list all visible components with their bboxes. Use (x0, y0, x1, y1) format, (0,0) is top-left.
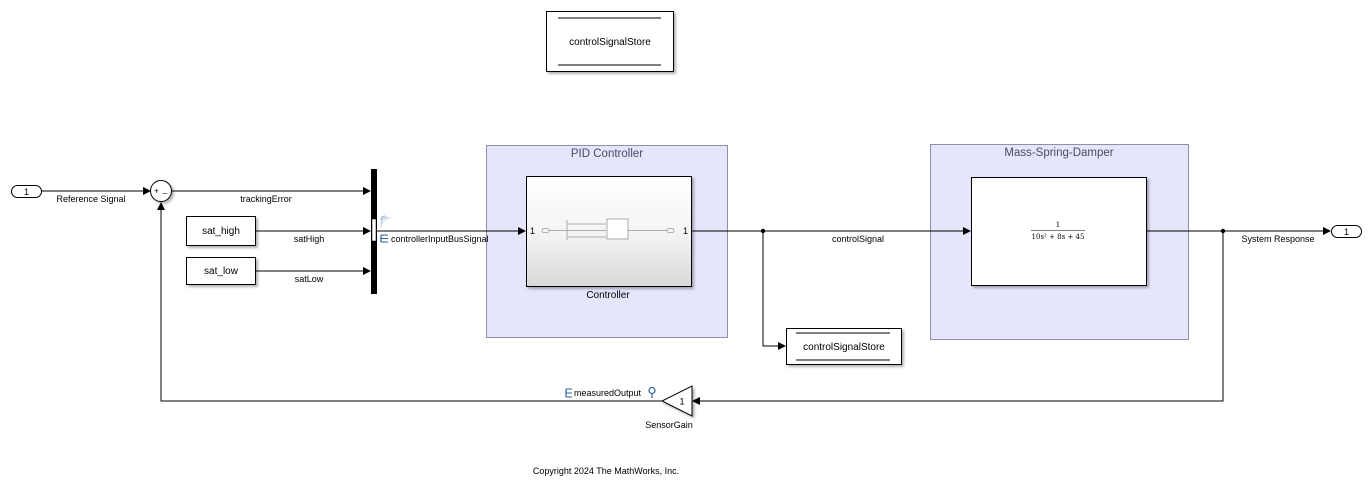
wire-feedback[interactable] (692, 231, 1224, 405)
data-store-write-block[interactable]: controlSignalStore (786, 328, 902, 365)
measured-output-label-group: measuredOutput (565, 386, 656, 398)
mass-spring-damper-area-title: Mass-Spring-Damper (1004, 147, 1113, 159)
bus-element-icon (380, 234, 388, 243)
transfer-function-numerator: 1 (1056, 221, 1060, 229)
bus-signal-label-group: controllerInputBusSignal (380, 215, 489, 244)
label-tracking-error: trackingError (240, 194, 292, 204)
branch-point-control (760, 228, 766, 234)
constant-sat-high[interactable]: sat_high (186, 216, 256, 246)
label-system-response: System Response (1241, 234, 1314, 244)
constant-sat-high-value: sat_high (202, 226, 240, 237)
sensor-gain-value: 1 (679, 397, 684, 407)
label-bus-signal: controllerInputBusSignal (391, 234, 489, 244)
label-control-signal: controlSignal (832, 234, 884, 244)
inport-reference[interactable]: 1 (11, 185, 42, 198)
label-reference-signal: Reference Signal (56, 194, 125, 204)
controller-block-name: Controller (586, 290, 630, 301)
signal-lines (41, 187, 1331, 405)
copyright-text: Copyright 2024 The MathWorks, Inc. (533, 466, 679, 476)
controller-preview-icon (541, 218, 675, 240)
logging-antenna-icon (380, 215, 392, 229)
data-store-memory-label: controlSignalStore (569, 37, 651, 48)
pid-controller-area-title: PID Controller (571, 148, 643, 160)
constant-sat-low[interactable]: sat_low (186, 257, 256, 285)
sum-block[interactable]: + _ (150, 180, 172, 202)
sum-plus-sign: + (154, 187, 159, 196)
data-store-write-label: controlSignalStore (803, 342, 885, 353)
controller-subsystem[interactable]: 1 1 Controller (526, 176, 692, 302)
inport-number: 1 (24, 187, 29, 197)
wire-control-branch[interactable] (762, 231, 786, 350)
transfer-function-block[interactable]: 1 10s² + 8s + 45 (971, 177, 1147, 286)
sensor-gain-block[interactable]: 1 SensorGain (645, 385, 693, 430)
constant-sat-low-value: sat_low (204, 266, 239, 277)
transfer-function-denominator: 10s² + 8s + 45 (1032, 233, 1085, 241)
outport-system-response[interactable]: 1 (1331, 225, 1362, 238)
signal-element-icon (565, 388, 572, 398)
data-store-memory-block[interactable]: controlSignalStore (546, 11, 674, 72)
sum-minus-sign: _ (162, 185, 168, 194)
controller-input-port-number: 1 (530, 226, 535, 236)
sensor-gain-name: SensorGain (645, 420, 693, 430)
outport-number: 1 (1344, 227, 1349, 237)
label-measured-output: measuredOutput (574, 388, 642, 398)
wire-measured-output[interactable] (157, 202, 662, 402)
controller-output-port-number: 1 (683, 226, 688, 236)
label-sat-low: satLow (295, 274, 324, 284)
test-point-icon (648, 386, 656, 398)
bus-creator-block[interactable] (371, 169, 377, 294)
label-sat-high: satHigh (294, 234, 325, 244)
